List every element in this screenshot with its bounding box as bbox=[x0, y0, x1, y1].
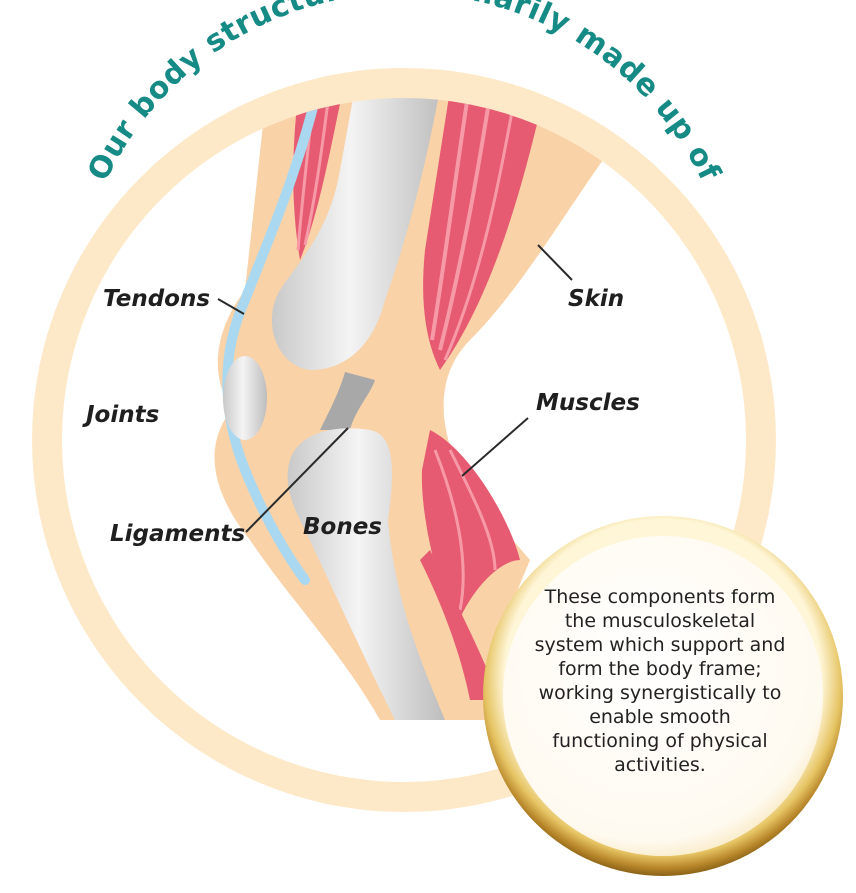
patella-bone bbox=[223, 356, 267, 440]
info-line: system which support and bbox=[534, 634, 786, 656]
muscles-leader bbox=[461, 417, 529, 477]
info-line: activities. bbox=[614, 754, 706, 776]
tibia-bone bbox=[287, 428, 445, 720]
femur-bone bbox=[272, 98, 445, 370]
muscle-calf bbox=[420, 430, 520, 700]
info-circle-inner bbox=[503, 536, 823, 856]
label-joints: Joints bbox=[82, 402, 159, 428]
info-line: functioning of physical bbox=[552, 730, 768, 752]
skin-thigh bbox=[217, 98, 640, 620]
label-muscles: Muscles bbox=[536, 390, 640, 416]
info-line: working synergistically to bbox=[538, 682, 782, 704]
ligament bbox=[320, 372, 375, 430]
info-line: the musculoskeletal bbox=[564, 610, 756, 632]
label-skin: Skin bbox=[568, 286, 624, 312]
ligaments-leader bbox=[245, 427, 349, 533]
info-line: enable smooth bbox=[589, 706, 731, 728]
tendon bbox=[222, 98, 327, 585]
label-tendons: Tendons bbox=[103, 286, 210, 312]
tendons-leader bbox=[217, 298, 245, 315]
label-bones: Bones bbox=[303, 514, 382, 540]
info-description: These components form the musculoskeleta… bbox=[515, 585, 805, 777]
muscle-hamstring bbox=[423, 98, 545, 370]
info-line: form the body frame; bbox=[558, 658, 762, 680]
label-ligaments: Ligaments bbox=[110, 521, 245, 547]
skin-leader bbox=[537, 244, 573, 281]
info-line: These components form bbox=[544, 586, 776, 608]
